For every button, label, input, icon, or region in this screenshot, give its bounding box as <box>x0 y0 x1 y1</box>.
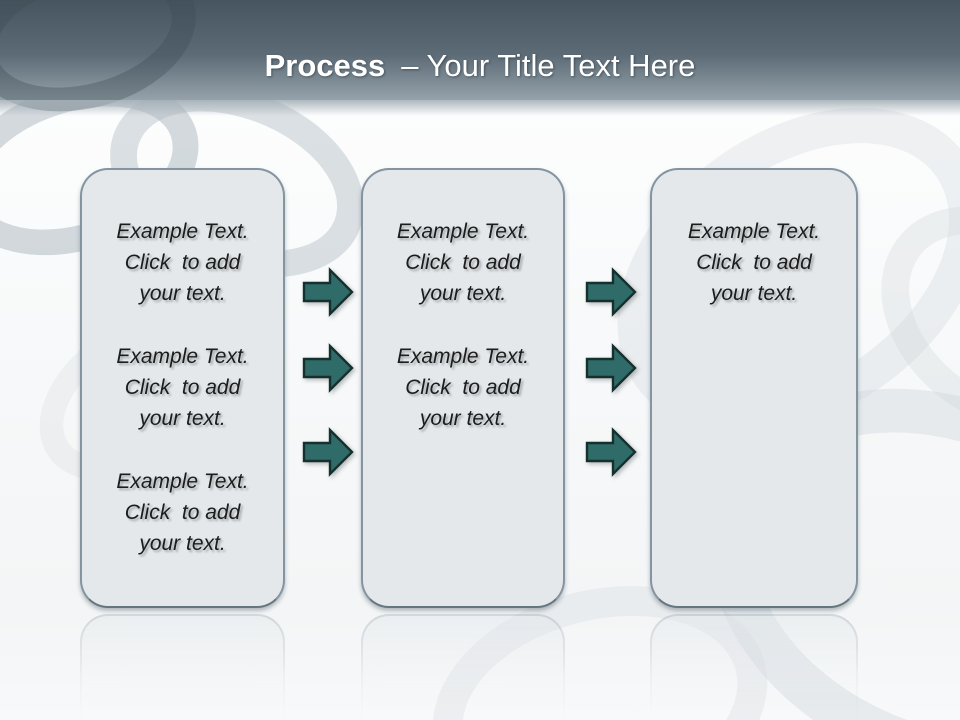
header-fade-edge <box>0 100 960 116</box>
right-block-arrow-icon[interactable] <box>585 266 637 318</box>
text-placeholder[interactable]: Example Text. Click to add your text. <box>116 220 249 305</box>
right-block-arrow-icon[interactable] <box>302 266 354 318</box>
right-block-arrow-icon[interactable] <box>585 426 637 478</box>
text-placeholder[interactable]: Example Text. Click to add your text. <box>396 345 530 430</box>
text-placeholder[interactable]: Example Text. Click to add your text. <box>116 345 249 430</box>
process-panel-1[interactable]: Example Text. Click to add your text. Ex… <box>80 168 285 608</box>
right-block-arrow-icon[interactable] <box>302 342 354 394</box>
process-panel-3[interactable]: Example Text. Click to add your text. <box>650 168 858 608</box>
text-placeholder[interactable]: Example Text. Click to add your text. <box>687 220 821 305</box>
right-block-arrow-icon[interactable] <box>585 342 637 394</box>
slide-title-subtitle: – Your Title Text Here <box>401 48 696 83</box>
right-block-arrow-icon[interactable] <box>302 426 354 478</box>
panel-reflection <box>361 614 565 720</box>
slide-title[interactable]: Process – Your Title Text Here <box>265 48 696 100</box>
panel-reflection <box>80 614 285 720</box>
slide-title-keyword: Process <box>264 48 386 83</box>
panel-reflection <box>650 614 858 720</box>
panel-reflections <box>0 614 960 720</box>
text-placeholder[interactable]: Example Text. Click to add your text. <box>116 470 249 555</box>
slide-header-band: Process – Your Title Text Here <box>0 0 960 135</box>
process-panel-2[interactable]: Example Text. Click to add your text. Ex… <box>361 168 565 608</box>
text-placeholder[interactable]: Example Text. Click to add your text. <box>396 220 530 305</box>
